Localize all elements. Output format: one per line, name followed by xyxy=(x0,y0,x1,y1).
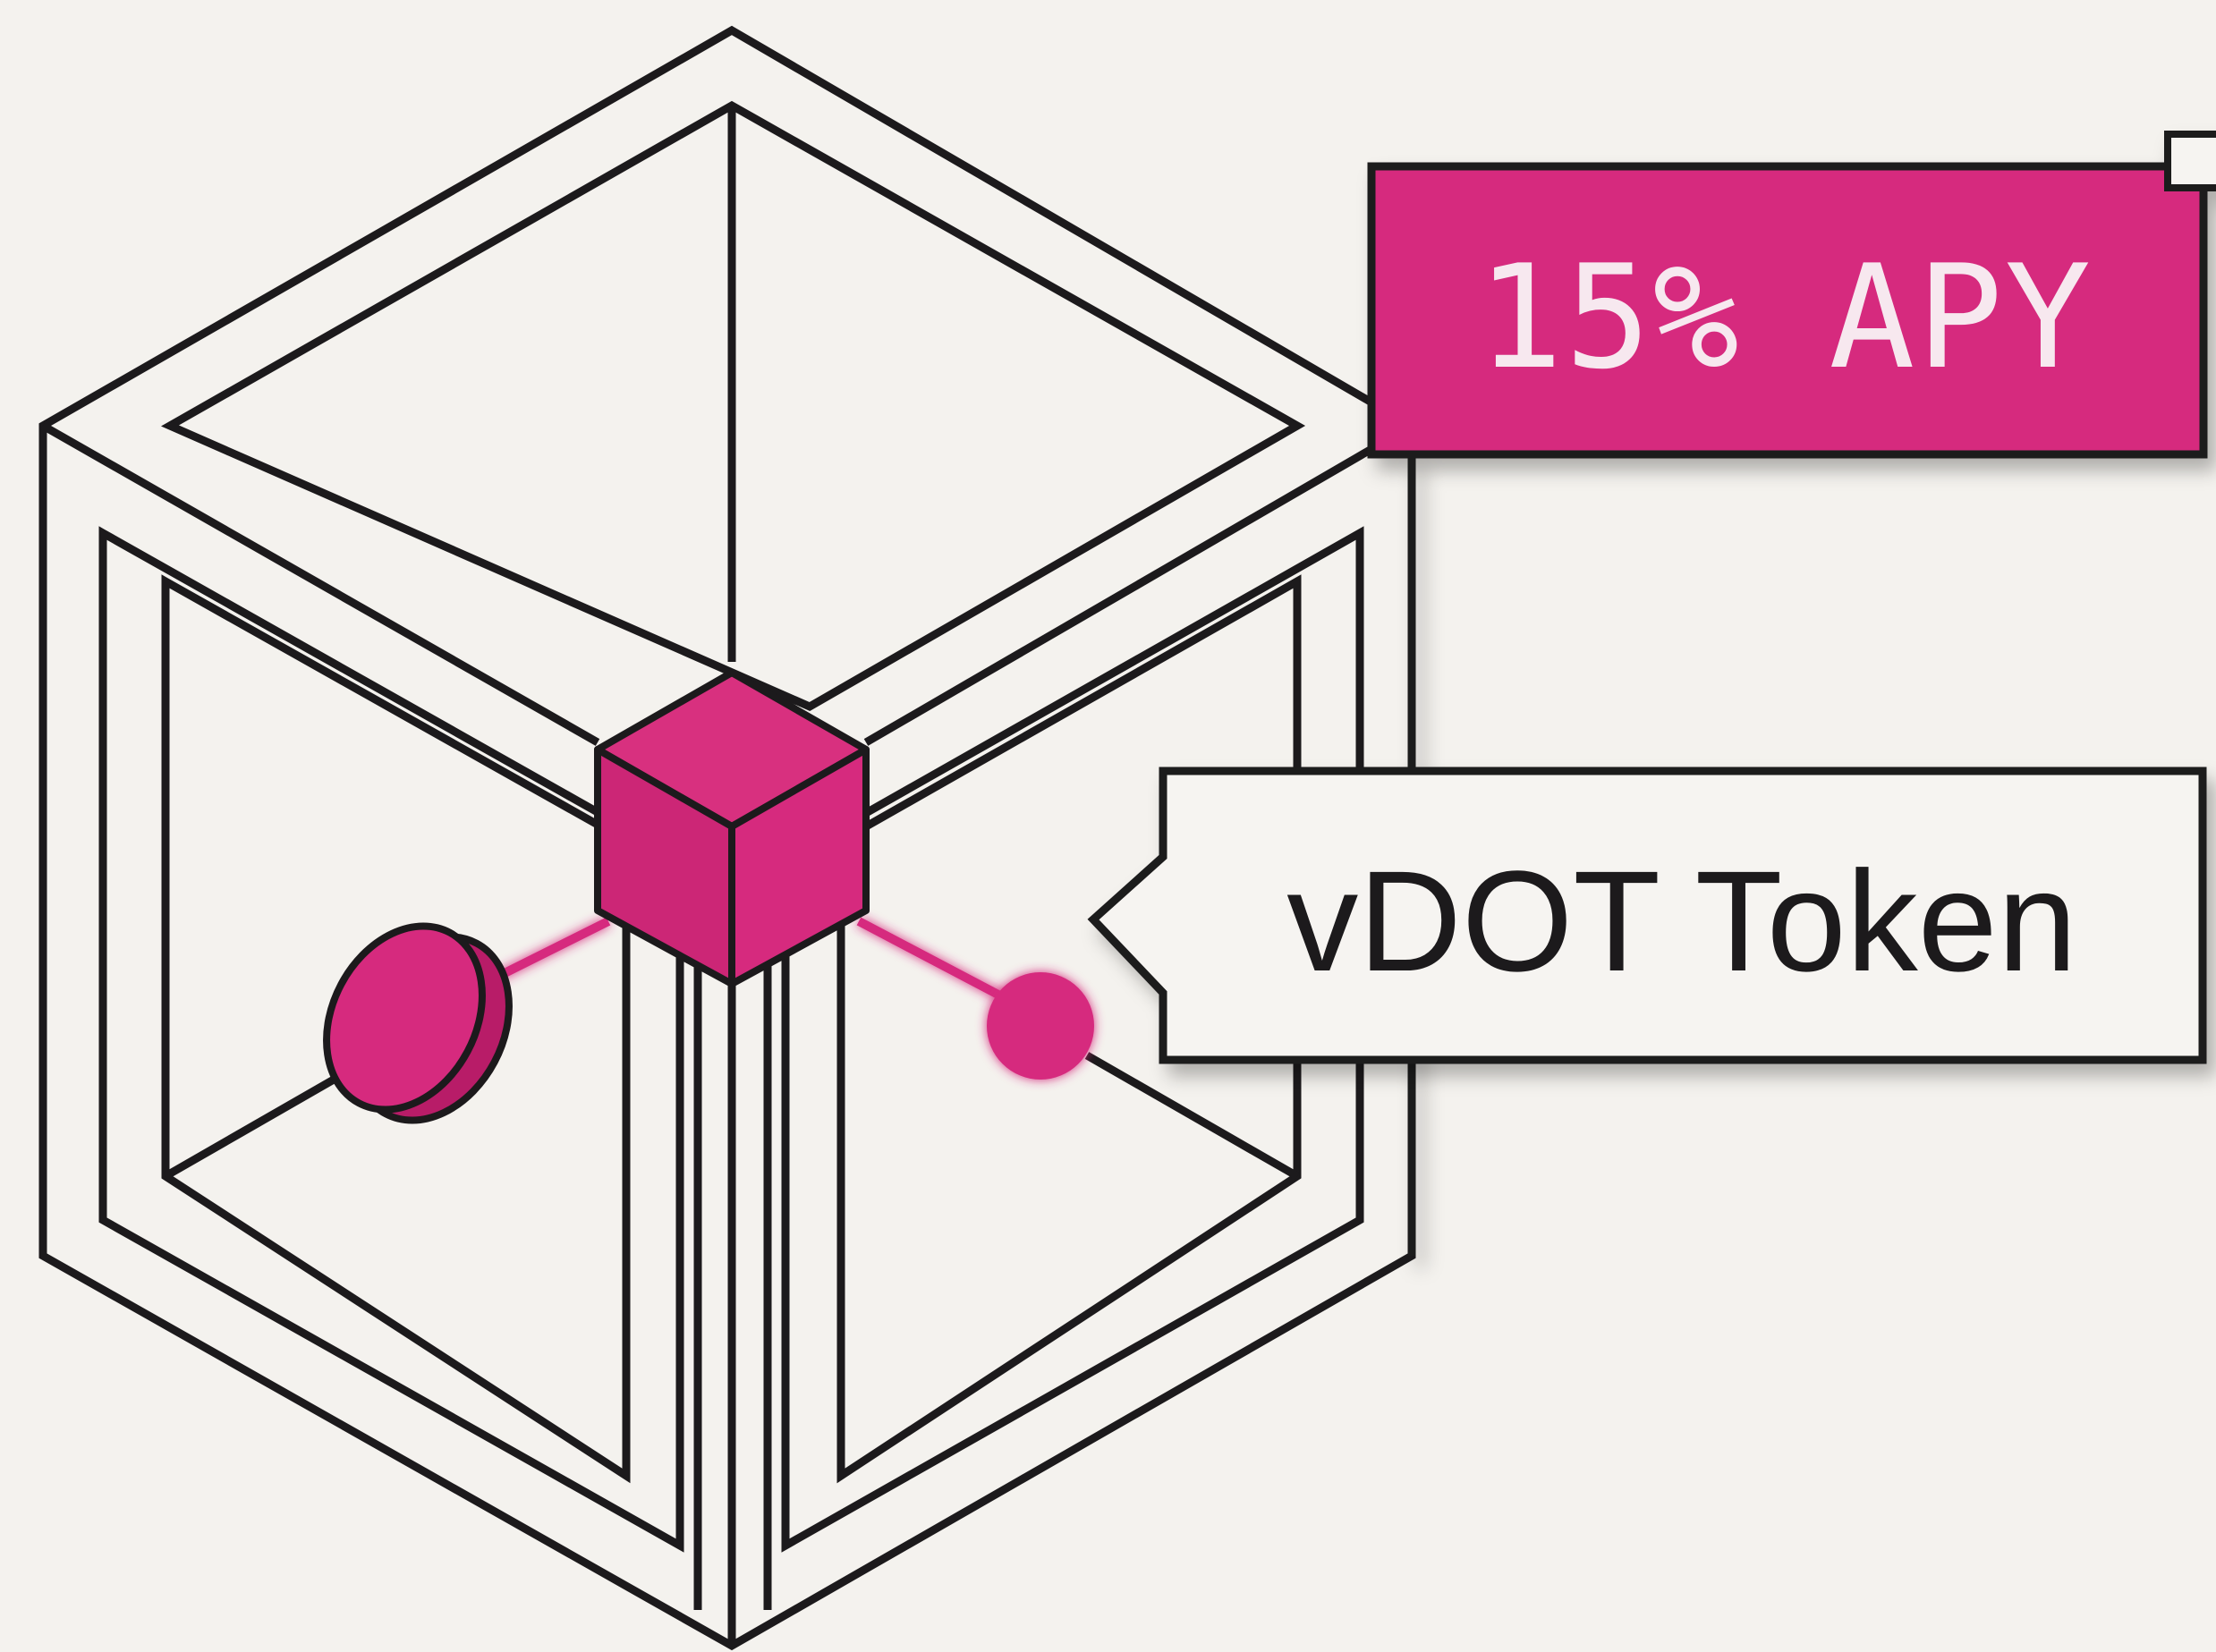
right-floor-line xyxy=(1084,1052,1300,1180)
top-inner-rhombus xyxy=(160,100,1306,712)
token-label: vDOT Token xyxy=(1286,841,2076,1001)
apy-callout xyxy=(1367,131,2216,1256)
top-face-line-right xyxy=(863,422,1414,746)
apy-corner-tab xyxy=(2164,131,2216,191)
token-callout-box xyxy=(1087,767,2207,1064)
dot-node-icon xyxy=(987,972,1094,1080)
cube-frame xyxy=(38,25,1416,1651)
apy-badge xyxy=(1367,162,2208,459)
coin-front xyxy=(323,922,486,1114)
token-callout xyxy=(1087,767,2207,1064)
left-face-outer-ring xyxy=(98,526,684,1553)
top-face-line-left xyxy=(40,422,600,746)
apy-label: 15% APY xyxy=(1477,233,2093,401)
inner-cube-right xyxy=(728,746,870,987)
left-face-inner-ring xyxy=(161,574,631,1484)
inner-cube-icon xyxy=(594,669,870,987)
coin-icon xyxy=(323,922,513,1124)
